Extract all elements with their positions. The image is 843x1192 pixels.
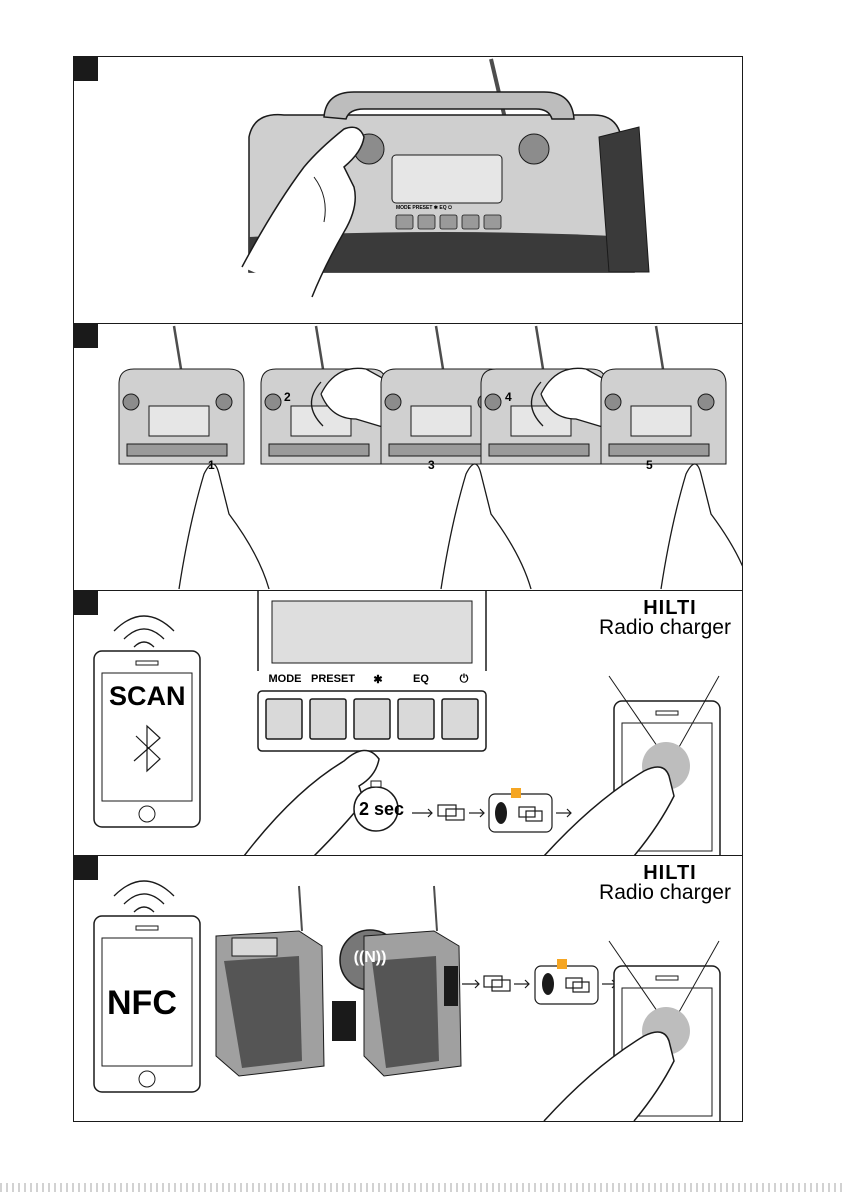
device-name: Radio charger	[585, 616, 742, 640]
hand-press	[441, 464, 531, 589]
step-label-3: 3	[428, 458, 435, 472]
panel-1-illustration: MODE PRESET ✱ EQ ⏻	[74, 57, 742, 324]
page-edge-strip	[0, 1183, 843, 1192]
hand-press	[179, 464, 269, 589]
panel-3: SCAN MODE PRESET ✱ EQ ⏻ 2 sec HILTI Radi…	[74, 591, 742, 856]
panel-4: NFC ((N)) HILTI Radio charger	[74, 856, 742, 1121]
step-label-5: 5	[646, 458, 653, 472]
hand-press	[661, 464, 742, 589]
panel-1: MODE PRESET ✱ EQ ⏻	[74, 57, 742, 324]
phone-label-scan: SCAN	[109, 681, 186, 712]
device-name: Radio charger	[585, 881, 742, 905]
panel-marker	[74, 57, 98, 81]
power-icon: ⏻	[444, 673, 484, 686]
panel-marker	[74, 856, 98, 880]
svg-text:MODE PRESET ✱ EQ ⏻: MODE PRESET ✱ EQ ⏻	[396, 205, 452, 211]
label-mode: MODE	[262, 673, 308, 686]
mini-radio	[119, 326, 244, 464]
panel-2: 1 2 3 4 5	[74, 324, 742, 591]
step-label-1: 1	[208, 458, 215, 472]
label-eq: EQ	[398, 673, 444, 686]
label-preset: PRESET	[308, 673, 358, 686]
step-label-4: 4	[505, 390, 512, 404]
bluetooth-icon: ✱	[358, 673, 398, 686]
panel-2-illustration	[74, 324, 742, 591]
button-labels: MODE PRESET ✱ EQ ⏻	[262, 673, 484, 686]
phone-label-nfc: NFC	[107, 984, 177, 1023]
instruction-frame: MODE PRESET ✱ EQ ⏻	[73, 56, 743, 1122]
nfc-icon: ((N))	[345, 949, 395, 967]
panel-marker	[74, 591, 98, 615]
timer-label: 2 sec	[359, 799, 404, 820]
mini-radio	[601, 326, 726, 464]
step-label-2: 2	[284, 390, 291, 404]
panel-marker	[74, 324, 98, 348]
